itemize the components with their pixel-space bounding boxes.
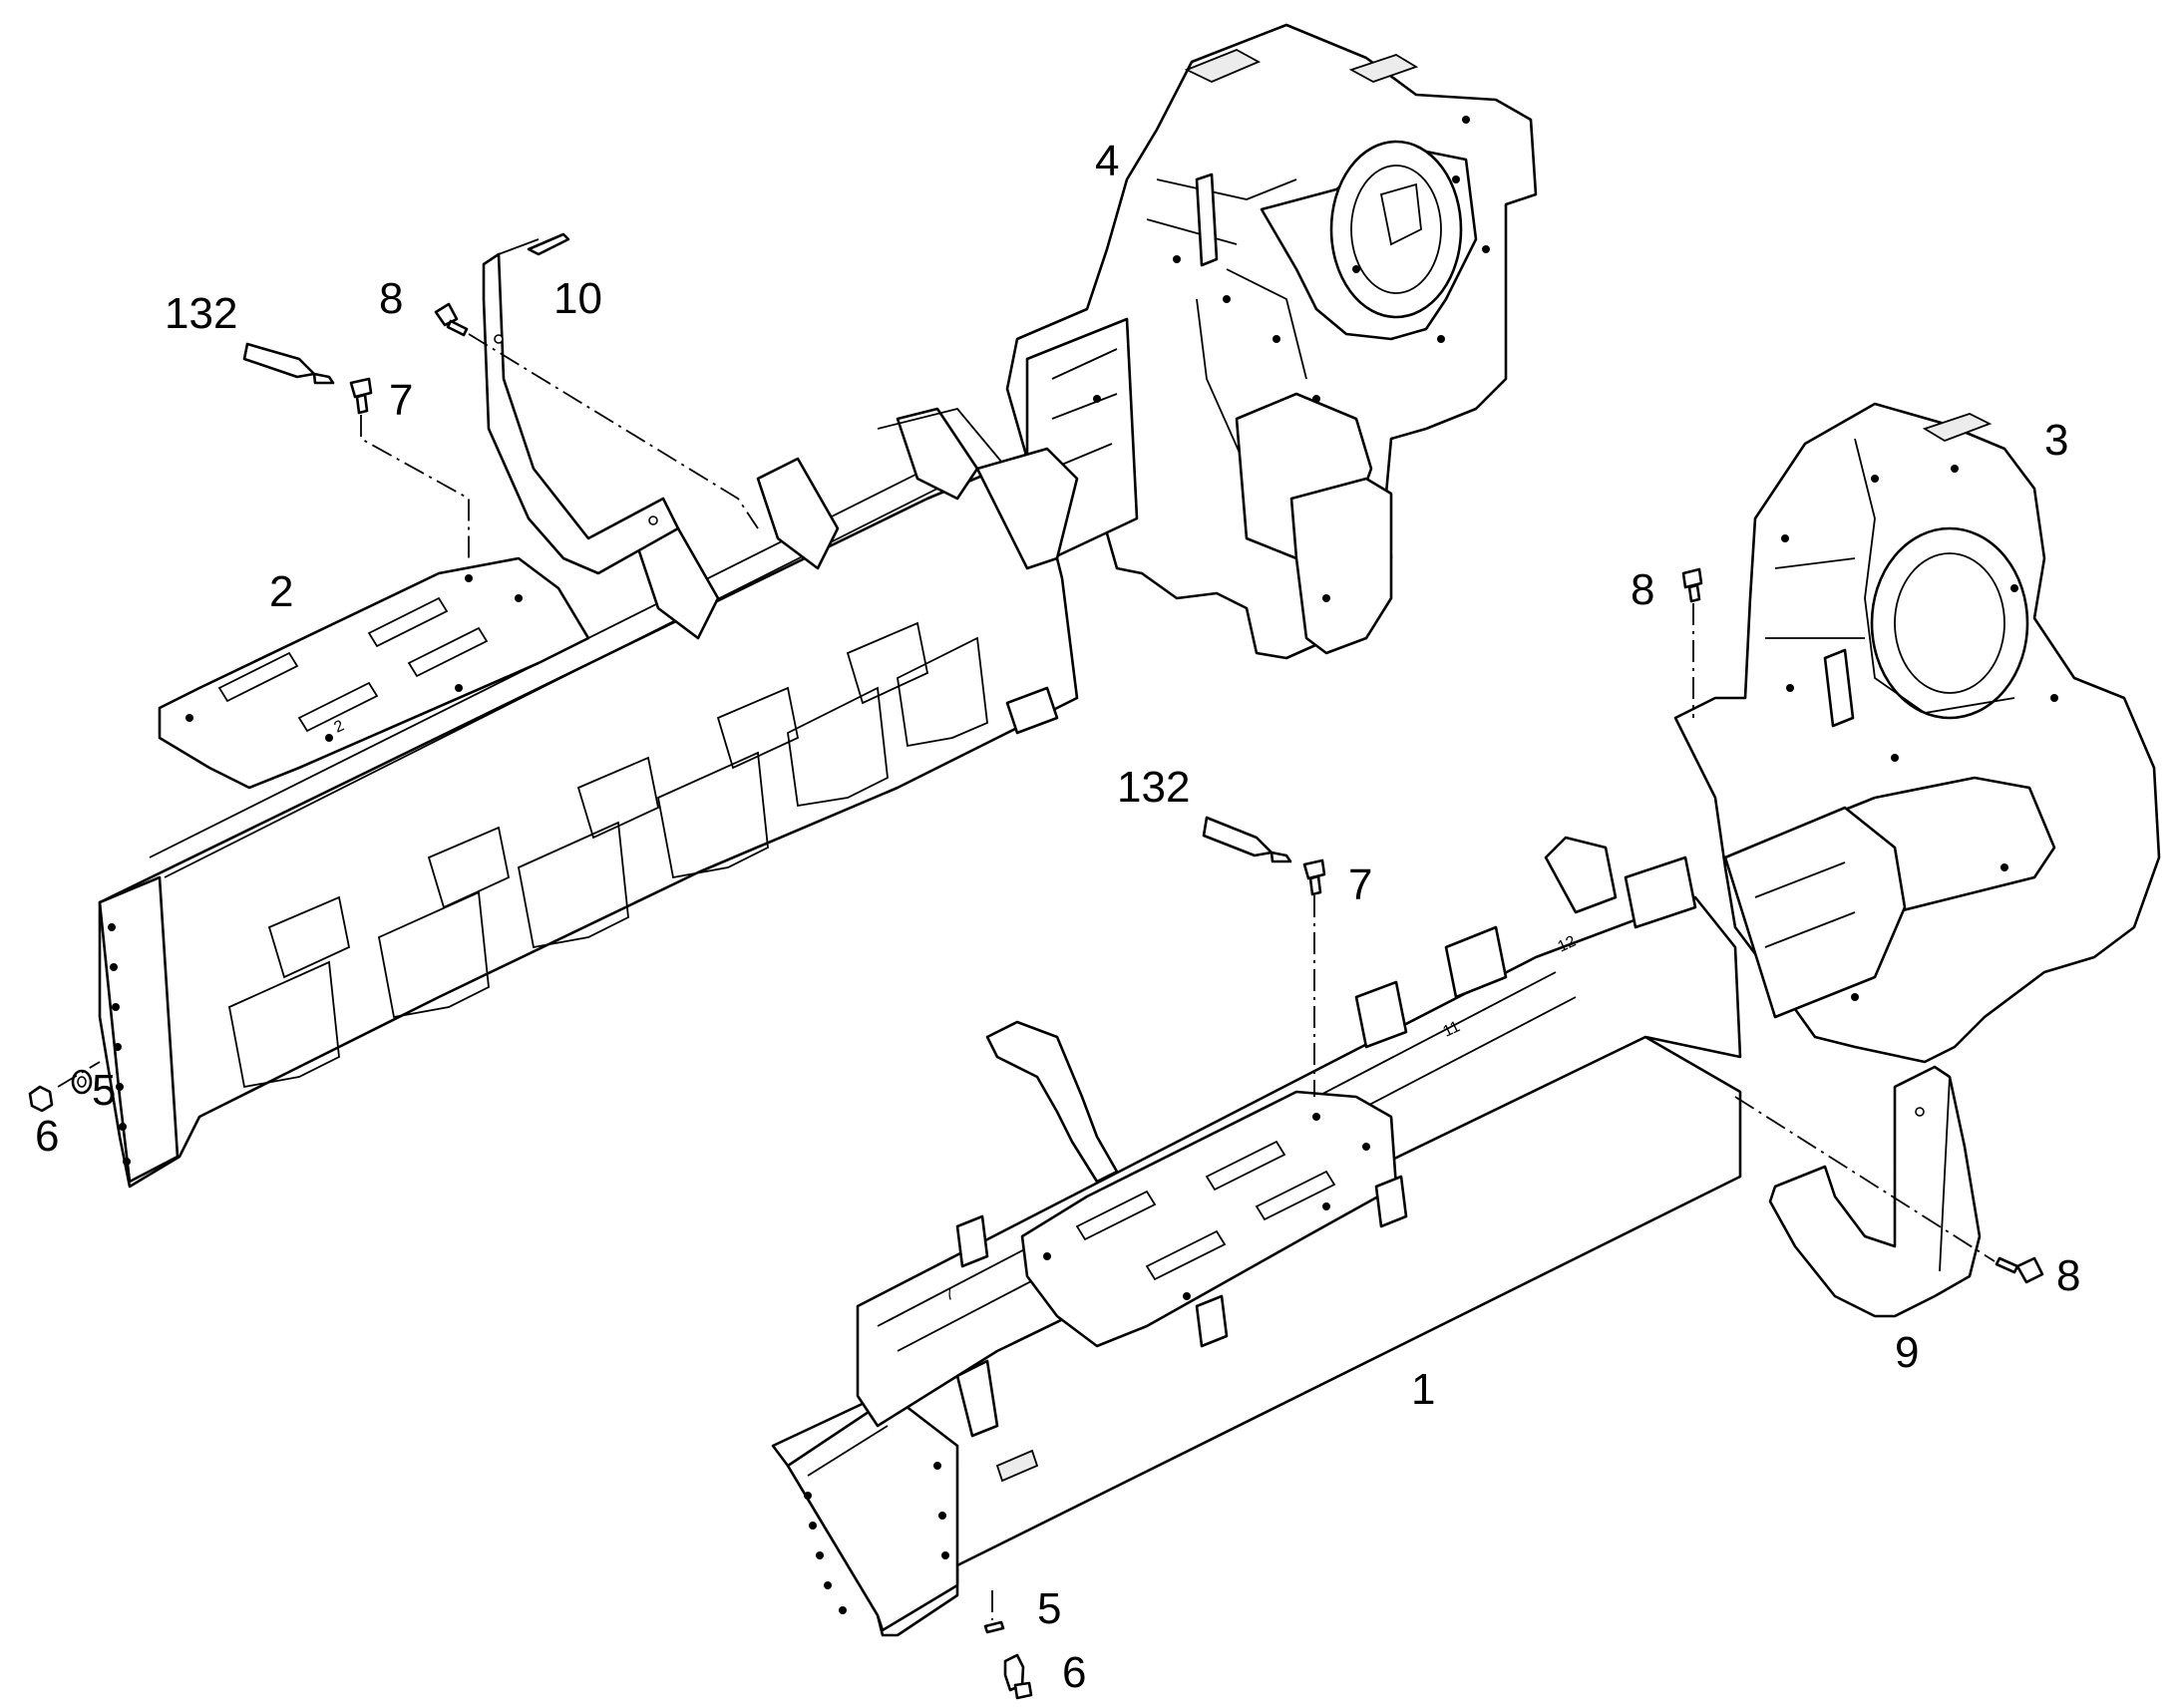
callout-8-mid: 8 <box>1631 565 1655 614</box>
part-3-right-housing <box>1673 402 2161 1064</box>
callout-5-left: 5 <box>92 1066 117 1115</box>
part-4-upper-housing <box>1005 23 1538 660</box>
part-9-guard <box>1768 1065 1982 1318</box>
callout-3: 3 <box>2044 416 2069 465</box>
callout-132-top: 132 <box>165 289 238 338</box>
part-10-bracket <box>482 232 680 575</box>
callout-5-bottom: 5 <box>1037 1584 1062 1633</box>
assembly-lines <box>57 333 1996 1620</box>
callout-9: 9 <box>1895 1328 1920 1377</box>
callout-6-left: 6 <box>35 1112 60 1161</box>
callout-2: 2 <box>269 567 294 616</box>
stamped-mark-11: 11 <box>1441 1018 1463 1040</box>
hardware <box>28 302 2044 1700</box>
callout-8-bottom: 8 <box>2056 1251 2081 1300</box>
stamped-mark-12: 12 <box>1556 933 1579 956</box>
callout-8-top: 8 <box>379 274 404 323</box>
callout-4: 4 <box>1095 137 1120 185</box>
callout-1: 1 <box>1411 1365 1436 1414</box>
callout-10: 10 <box>553 274 602 323</box>
part-1-lower-conveyor-assembly <box>771 836 1742 1637</box>
part-2-upper-conveyor-assembly <box>98 407 1079 1189</box>
callout-7-mid: 7 <box>1348 860 1373 909</box>
callout-132-mid: 132 <box>1117 763 1191 812</box>
callout-6-bottom: 6 <box>1062 1648 1087 1697</box>
callout-7-top: 7 <box>389 376 414 425</box>
